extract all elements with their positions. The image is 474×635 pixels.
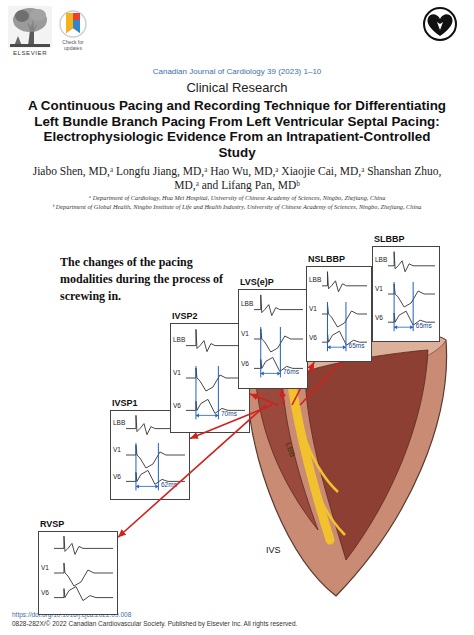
lead-name: V6 <box>113 473 121 481</box>
heart-wall <box>246 331 447 596</box>
ecg-wave <box>54 587 113 601</box>
panel-title: LVS(e)P <box>240 277 274 288</box>
ecg-wave <box>388 284 435 307</box>
panel-title: RVSP <box>40 519 64 530</box>
lead-name: LBB <box>241 300 253 308</box>
interval-arrowhead <box>410 325 413 329</box>
pacing-panel: RVSPV1V6 <box>38 531 118 615</box>
panel-title: IVSP1 <box>112 398 138 409</box>
ecg-wave <box>126 445 185 468</box>
interval-arrowhead <box>196 413 199 417</box>
lead-name: V6 <box>41 589 49 597</box>
publisher-name: ELSEVIER <box>4 49 56 57</box>
interval-arrowhead <box>261 371 264 375</box>
ecg-wave <box>322 304 367 327</box>
ecg-wave <box>186 368 245 391</box>
lead-name: V1 <box>241 330 249 338</box>
duration-value: 62ms <box>161 481 177 489</box>
interval-arrowhead <box>394 325 397 329</box>
interval-marker <box>327 302 328 351</box>
ecg-wave <box>388 252 435 272</box>
interval-marker <box>280 327 281 377</box>
ecg-wave <box>54 536 113 554</box>
lead-name: LBB <box>113 419 125 427</box>
interval-marker <box>195 366 196 419</box>
interval-arrow <box>136 486 158 487</box>
lead-name: LBB <box>375 256 387 264</box>
heart-section: LBBIVS <box>240 405 452 600</box>
journal-citation: Canadian Journal of Cardiology 39 (2023)… <box>0 67 474 77</box>
ecg-wave <box>254 329 303 352</box>
duration-value: 76ms <box>283 368 299 376</box>
panel-title: IVSP2 <box>172 311 198 322</box>
duration-value: 65ms <box>349 342 365 350</box>
ecg-trace <box>39 532 117 614</box>
lead-name: V1 <box>113 446 121 454</box>
interval-marker <box>158 443 159 490</box>
affiliation: ᵃ Department of Cardiology, Hua Mei Hosp… <box>14 194 460 202</box>
pacing-panel: SLBBPLBBV1V665ms <box>372 246 440 342</box>
lead-name: V6 <box>173 402 181 410</box>
article-type: Clinical Research <box>0 80 474 96</box>
interval-marker <box>345 302 346 351</box>
figure-heading: The changes of the pacing modalities dur… <box>60 254 242 305</box>
panel-title: SLBBP <box>374 234 405 245</box>
bundle-fascicle <box>302 430 345 535</box>
interval-arrowhead <box>215 413 218 417</box>
interval-marker <box>218 366 219 419</box>
journal-logo <box>424 8 456 40</box>
interval-marker <box>413 282 414 331</box>
paper-title: A Continuous Pacing and Recording Techni… <box>27 98 447 160</box>
ecg-wave <box>254 295 303 316</box>
septum-label: IVS <box>266 545 281 556</box>
update-badge-text: Check for updates <box>56 39 90 51</box>
lead-name: LBB <box>309 276 321 284</box>
interval-arrowhead <box>327 345 330 349</box>
duration-value: 70ms <box>221 410 237 418</box>
author-list: Jiabo Shen, MD,ᵃ Longfu Jiang, MD,ᵃ Hao … <box>30 164 444 192</box>
lead-name: LBB <box>173 336 185 344</box>
lead-name: V6 <box>241 360 249 368</box>
pacing-panel: NSLBBPLBBV1V665ms <box>306 266 372 362</box>
ecg-wave <box>186 329 245 351</box>
affiliation: ᵇ Department of Global Health, Ningbo In… <box>14 203 460 211</box>
lead-name: V1 <box>375 285 383 293</box>
interval-arrowhead <box>343 345 346 349</box>
interval-arrowhead <box>277 371 280 375</box>
lead-name: V1 <box>173 369 181 377</box>
lead-name: V1 <box>309 305 317 313</box>
interval-marker <box>135 443 136 490</box>
lead-name: V6 <box>309 334 317 342</box>
publisher-tree-logo <box>8 6 52 48</box>
duration-value: 65ms <box>416 322 432 330</box>
crossmark-icon <box>60 11 86 37</box>
interval-marker <box>394 282 395 331</box>
lead-name: V6 <box>375 314 383 322</box>
heart-outline <box>240 405 452 600</box>
interval-arrowhead <box>136 484 139 488</box>
interval-arrowhead <box>155 484 158 488</box>
ecg-wave <box>322 272 367 292</box>
copyright-notice: 0828-282X/© 2022 Canadian Cardiovascular… <box>12 620 462 628</box>
interval-marker <box>260 327 261 377</box>
lead-name: V1 <box>41 564 49 572</box>
interval-arrow <box>196 415 218 416</box>
panel-title: NSLBBP <box>308 254 345 265</box>
ecg-wave <box>54 563 113 586</box>
pacing-panel: LVS(e)PLBBV1V676ms <box>238 289 308 389</box>
